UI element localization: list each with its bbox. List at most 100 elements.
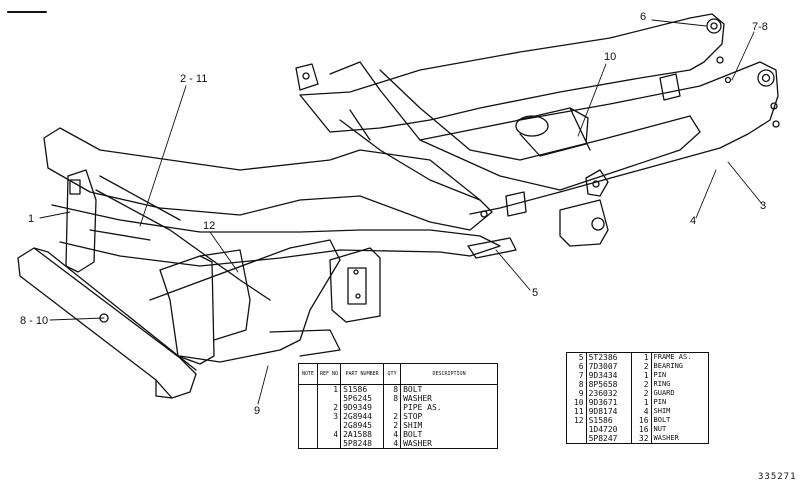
header-qty: QTY <box>383 363 402 385</box>
qty-cell: 32 <box>631 434 652 444</box>
description-cell: WASHER <box>403 393 432 403</box>
ref-cell: 1 <box>317 384 342 394</box>
ref-cell: 8 <box>566 380 587 389</box>
header-ref: REF NO <box>317 363 342 385</box>
part-number-cell: 2G8945 <box>340 421 385 430</box>
qty-cell: 1 <box>631 371 652 380</box>
part-number-cell: 5P6245 <box>340 394 385 403</box>
ref-cell: 5 <box>566 352 587 362</box>
qty-cell: 4 <box>383 439 402 449</box>
part-number-cell: S1586 <box>340 384 385 394</box>
qty-cell: 16 <box>631 416 652 425</box>
description-cell: BEARING <box>653 362 684 370</box>
qty-cell <box>383 403 402 412</box>
ref-cell: 2 <box>317 403 342 412</box>
ref-cell <box>317 439 342 449</box>
guard <box>149 239 341 363</box>
note-cell <box>298 430 318 439</box>
qty-cell: 4 <box>383 430 402 439</box>
qty-cell: 2 <box>631 380 652 389</box>
description-cell: GUARD <box>653 389 675 397</box>
callout-1: 1 <box>28 213 35 225</box>
callout-4: 4 <box>690 215 697 227</box>
table-header-row: NOTE REF NO PART NUMBER QTY DESCRIPTION <box>298 363 498 385</box>
qty-cell: 1 <box>631 352 652 362</box>
lower-bracket <box>467 237 517 259</box>
rear-mount <box>559 199 609 247</box>
part-number-cell: 7D3007 <box>586 362 632 371</box>
qty-cell: 2 <box>631 389 652 398</box>
note-cell <box>298 403 318 412</box>
description-cell: WASHER <box>653 434 679 442</box>
rear-frame-arm-top <box>299 13 725 133</box>
ref-cell: 3 <box>317 412 342 421</box>
ref-cell: 4 <box>317 430 342 439</box>
callout-6: 6 <box>640 11 647 23</box>
part-number-cell: 9D8174 <box>586 407 632 416</box>
description-cell: RING <box>653 380 671 388</box>
part-number-cell: 2A1588 <box>340 430 385 439</box>
ref-cell: 11 <box>566 407 587 416</box>
qty-cell: 8 <box>383 384 402 394</box>
mount-plate <box>329 247 381 323</box>
parts-table-left: NOTE REF NO PART NUMBER QTY DESCRIPTION … <box>298 363 498 449</box>
part-number-cell: 5P8248 <box>340 439 385 449</box>
description-cell: SHIM <box>403 420 423 430</box>
cross-tube-end <box>515 115 549 137</box>
qty-cell: 4 <box>631 407 652 416</box>
ref-cell <box>566 425 587 434</box>
description-cell: PIN <box>653 371 667 379</box>
document-number: 335271 <box>758 472 797 482</box>
front-bumper <box>17 247 197 399</box>
description-cell: SHIM <box>653 407 671 415</box>
part-number-cell: 236032 <box>586 389 632 398</box>
side-rail-upper <box>43 127 493 231</box>
ref-cell: 7 <box>566 371 587 380</box>
description-cell: STOP <box>403 411 423 421</box>
part-number-cell: 1D4720 <box>586 425 632 434</box>
description-cell: BOLT <box>403 384 423 394</box>
part-number-cell: 9D3434 <box>586 371 632 380</box>
note-cell <box>298 439 318 449</box>
header-description: DESCRIPTION <box>400 363 498 385</box>
qty-cell: 16 <box>631 425 652 434</box>
ref-cell: 6 <box>566 362 587 371</box>
qty-cell: 8 <box>383 394 402 403</box>
header-note: NOTE <box>298 363 318 385</box>
qty-cell: 1 <box>631 398 652 407</box>
part-number-cell: 9D9349 <box>340 403 385 412</box>
ref-cell: 12 <box>566 416 587 425</box>
note-cell <box>298 394 318 403</box>
diagonal-brace <box>95 189 271 301</box>
callout-7-8: 7-8 <box>752 21 768 33</box>
long-beam <box>329 61 701 191</box>
ref-cell <box>566 434 587 444</box>
part-number-cell: S1586 <box>586 416 632 425</box>
description-cell: WASHER <box>403 438 432 448</box>
ref-cell <box>317 421 342 430</box>
ref-cell: 9 <box>566 389 587 398</box>
ref-cell <box>317 394 342 403</box>
description-cell: BOLT <box>403 429 423 439</box>
description-cell: FRAME AS. <box>653 353 692 361</box>
part-number-cell: 2G8944 <box>340 412 385 421</box>
note-cell <box>298 412 318 421</box>
description-cell: NUT <box>653 425 667 433</box>
part-number-cell: 9D3671 <box>586 398 632 407</box>
cross-tube <box>517 107 589 157</box>
part-number-cell: 5T2386 <box>586 352 632 362</box>
left-upright <box>65 169 97 273</box>
